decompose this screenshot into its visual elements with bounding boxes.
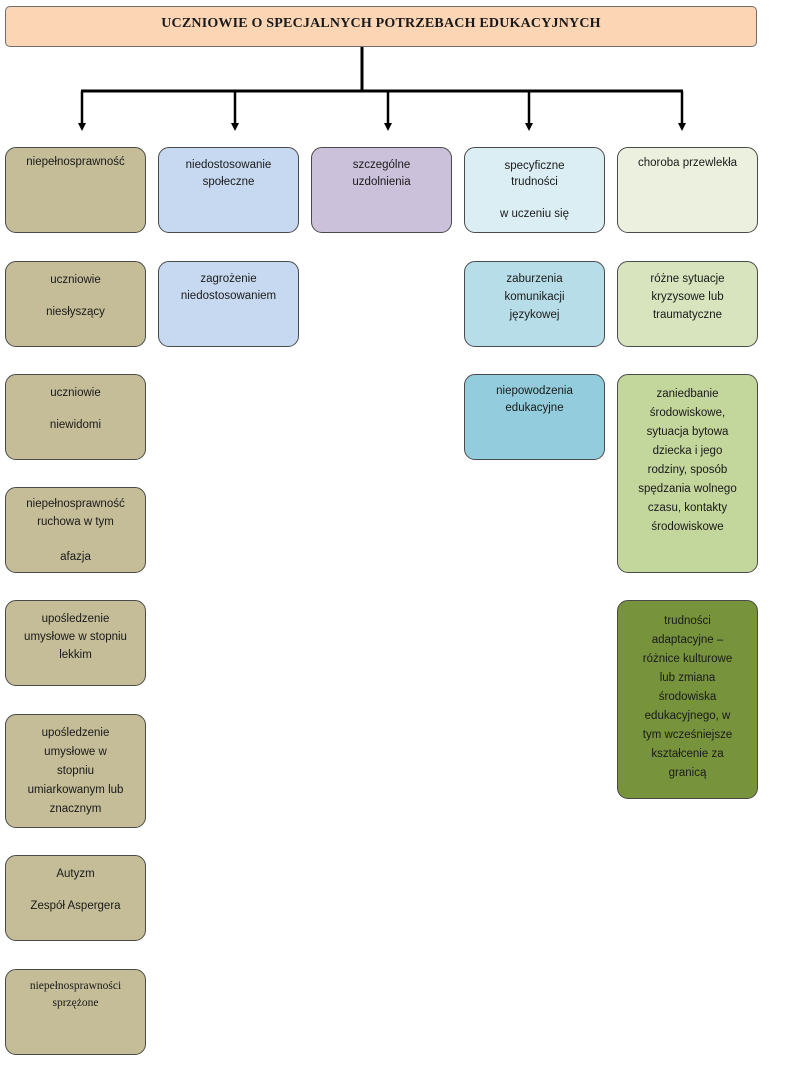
node-niepelnosprawnosci-sprzezone: niepełnosprawności sprzężone xyxy=(5,969,146,1055)
node-uposledzenie-umiarkowane-znaczne: upośledzenie umysłowe w stopniu umiarkow… xyxy=(5,714,146,828)
node-choroba-przewlekla: choroba przewlekła xyxy=(617,147,758,233)
node-niepelnosprawnosc-ruchowa: niepełnosprawność ruchowa w tym afazja xyxy=(5,487,146,573)
node-uczniowie-nieslyszacy: uczniowie niesłyszący xyxy=(5,261,146,347)
node-zaburzenia-komunikacji: zaburzenia komunikacji językowej xyxy=(464,261,605,347)
node-niepelnosprawnosc: niepełnosprawność xyxy=(5,147,146,233)
node-trudnosci-adaptacyjne: trudności adaptacyjne – różnice kulturow… xyxy=(617,600,758,799)
node-sytuacje-kryzysowe: różne sytuacje kryzysowe lub traumatyczn… xyxy=(617,261,758,347)
node-specyficzne-trudnosci: specyficzne trudności w uczeniu się xyxy=(464,147,605,233)
diagram-title: UCZNIOWIE O SPECJALNYCH POTRZEBACH EDUKA… xyxy=(5,6,757,47)
node-niedostosowanie-spoleczne: niedostosowanie społeczne xyxy=(158,147,299,233)
node-zagrozenie-niedostosowaniem: zagrożenie niedostosowaniem xyxy=(158,261,299,347)
node-uposledzenie-lekkie: upośledzenie umysłowe w stopniu lekkim xyxy=(5,600,146,686)
node-autyzm-asperger: Autyzm Zespół Aspergera xyxy=(5,855,146,941)
node-szczegolne-uzdolnienia: szczególne uzdolnienia xyxy=(311,147,452,233)
node-niepowodzenia-edukacyjne: niepowodzenia edukacyjne xyxy=(464,374,605,460)
node-uczniowie-niewidomi: uczniowie niewidomi xyxy=(5,374,146,460)
node-zaniedbanie-srodowiskowe: zaniedbanie środowiskowe, sytuacja bytow… xyxy=(617,374,758,573)
